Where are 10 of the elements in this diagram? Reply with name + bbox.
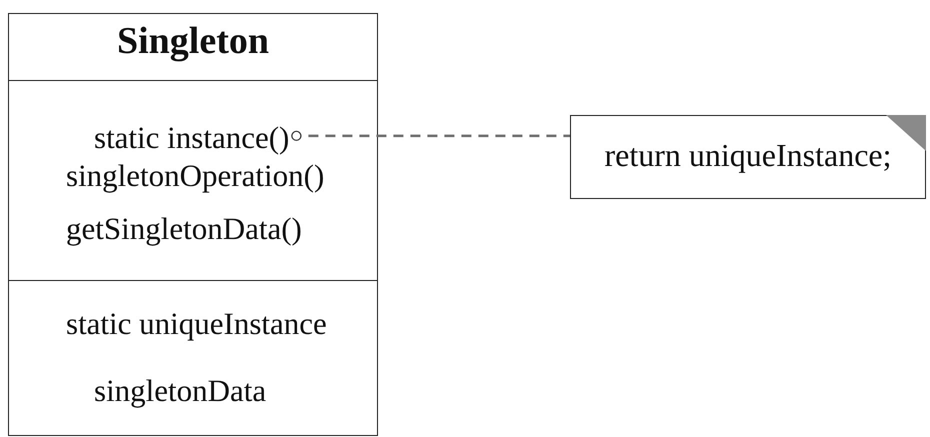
class-box bbox=[8, 13, 378, 436]
dashed-connector bbox=[291, 130, 570, 141]
operation-text: singletonOperation() bbox=[66, 158, 324, 194]
class-name: Singleton bbox=[116, 20, 270, 64]
operation-text: getSingletonData() bbox=[66, 211, 302, 247]
attribute-text: static uniqueInstance bbox=[66, 306, 327, 342]
note-text: return uniqueInstance; bbox=[604, 136, 892, 174]
operation-text: static instance() bbox=[94, 120, 290, 156]
note-box bbox=[570, 115, 926, 199]
attribute-text: singletonData bbox=[94, 373, 266, 409]
